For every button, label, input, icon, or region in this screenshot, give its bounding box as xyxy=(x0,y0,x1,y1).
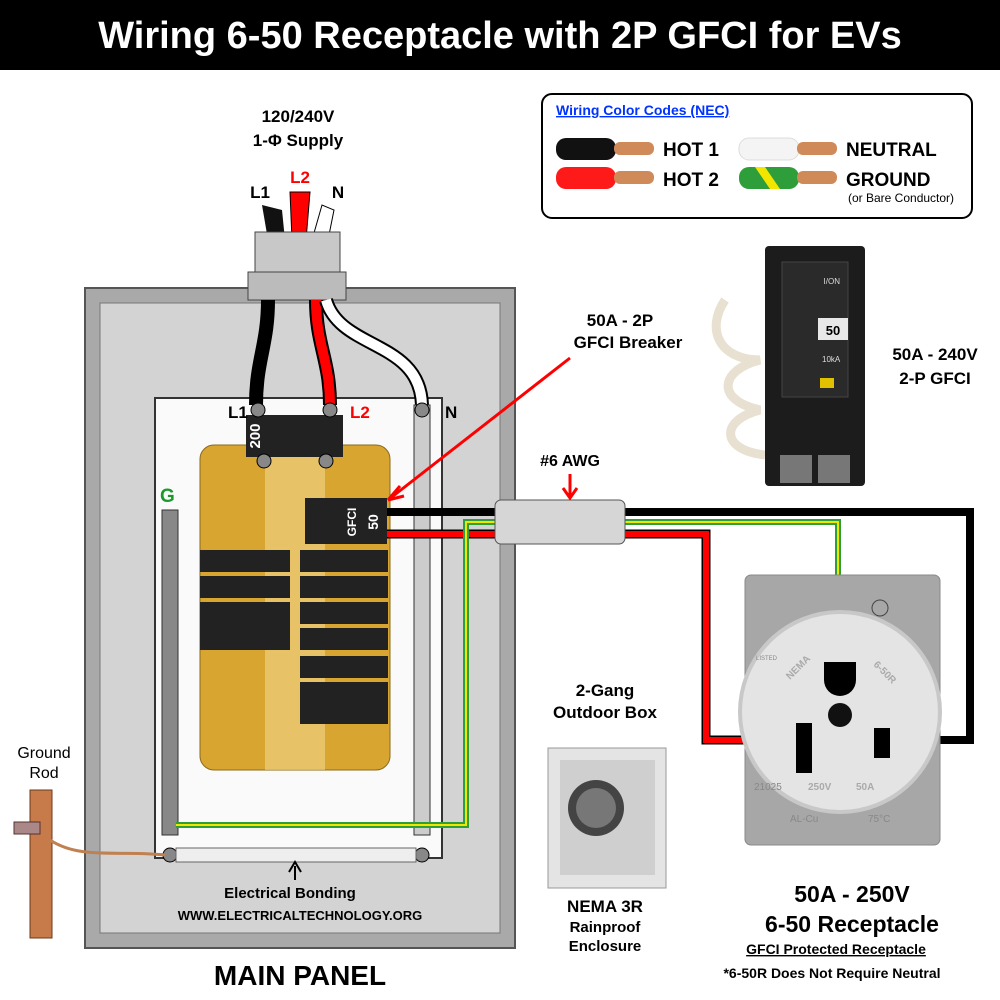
ground-bar xyxy=(161,509,179,836)
outdoor-box-caption-2: Rainproof xyxy=(570,919,642,936)
ground-rod xyxy=(29,789,53,939)
l2-lug xyxy=(322,402,338,418)
service-l2-wire xyxy=(311,299,335,406)
supply-voltage: 120/240V xyxy=(262,107,335,126)
title-bar xyxy=(0,0,1000,70)
callout-arrow-icon xyxy=(386,356,571,502)
pigtail-wire xyxy=(711,297,766,460)
page-title: Wiring 6-50 Receptacle with 2P GFCI for … xyxy=(98,15,902,57)
supply-phase: 1-Φ Supply xyxy=(253,131,344,150)
incoming-l1-wire xyxy=(262,205,285,240)
gfci-label: GFCI xyxy=(345,508,359,537)
callout-breaker-1: 50A - 2P xyxy=(587,311,653,330)
supply-n: N xyxy=(332,183,344,202)
emboss-temp: 75°C xyxy=(868,814,890,825)
legend-ground: GROUND xyxy=(846,170,930,191)
breaker-photo-rating: 50 xyxy=(826,323,840,338)
panel-l1-label: L1 xyxy=(228,403,248,422)
test-button[interactable] xyxy=(820,378,834,388)
ground-rod-label-1: Ground xyxy=(17,745,70,762)
panel-n-label: N xyxy=(445,403,457,422)
legend-ground-note: (or Bare Conductor) xyxy=(848,191,954,205)
emboss-model: 21025 xyxy=(754,782,782,793)
breaker-photo-label-2: 2-P GFCI xyxy=(899,369,970,388)
branch-breaker[interactable] xyxy=(300,656,388,678)
ground-lug xyxy=(162,847,178,863)
ground-rod-label-2: Rod xyxy=(29,765,58,782)
emboss-listed: LISTED xyxy=(756,656,778,662)
receptacle-rating: 50A - 250V xyxy=(794,881,910,907)
branch-breaker[interactable] xyxy=(200,602,290,650)
ground-rod-clamp xyxy=(13,821,41,835)
legend-neutral: NEUTRAL xyxy=(846,140,937,161)
supply-l2: L2 xyxy=(290,168,310,187)
grounding-electrode-conductor xyxy=(49,838,166,857)
outdoor-box-label-1: 2-Gang xyxy=(576,681,635,700)
outdoor-box-label-2: Outdoor Box xyxy=(553,703,657,722)
breaker-on-label: I/ON xyxy=(824,277,841,286)
service-l1-wire xyxy=(249,299,275,406)
branch-breaker[interactable] xyxy=(300,628,388,650)
bonding-strap xyxy=(175,847,417,863)
supply-l1: L1 xyxy=(250,183,270,202)
main-breaker-rating: 200 xyxy=(247,423,264,448)
service-neutral-wire xyxy=(321,298,427,406)
wiring-color-legend: Wiring Color Codes (NEC) HOT 1 HOT 2 NEU… xyxy=(541,93,973,219)
callout-breaker-2: GFCI Breaker xyxy=(574,333,683,352)
gfci-breaker-photo: I/ON 50 10kA xyxy=(711,246,865,486)
main-panel-caption: MAIN PANEL xyxy=(214,960,386,991)
receptacle-subtitle: GFCI Protected Receptacle xyxy=(746,941,926,957)
outdoor-box xyxy=(547,747,667,889)
l1-lug xyxy=(250,402,266,418)
panel-g-label: G xyxy=(160,486,175,507)
website-label: WWW.ELECTRICALTECHNOLOGY.ORG xyxy=(178,908,423,923)
outdoor-box-caption-1: NEMA 3R xyxy=(567,897,643,916)
outdoor-box-caption-3: Enclosure xyxy=(569,938,642,955)
conduit-locknut xyxy=(247,271,347,301)
emboss-volt: 250V xyxy=(808,782,832,793)
service-conduit xyxy=(254,231,341,273)
cable-conduit xyxy=(494,499,626,545)
branch-breaker[interactable] xyxy=(200,576,290,598)
neutral-lug xyxy=(414,847,430,863)
hot-slot-left xyxy=(796,723,812,773)
main-breaker[interactable] xyxy=(246,415,343,457)
bonding-arrow-icon xyxy=(288,860,302,880)
lightbulb-icon xyxy=(871,599,889,617)
receptacle-6-50r: NEMA 6-50R 250V 50A 21025 AL-Cu 75°C LIS… xyxy=(738,574,942,846)
gfci-rating: 50 xyxy=(365,514,381,530)
emboss-metal: AL-Cu xyxy=(790,814,818,825)
branch-breaker[interactable] xyxy=(300,602,388,624)
receptacle-note: *6-50R Does Not Require Neutral xyxy=(723,965,940,981)
cable-label: #6 AWG xyxy=(540,453,600,470)
legend-heading[interactable]: Wiring Color Codes (NEC) xyxy=(556,102,729,118)
cable-arrow-icon xyxy=(561,474,579,501)
branch-breaker[interactable] xyxy=(300,550,388,572)
branch-breaker[interactable] xyxy=(200,550,290,572)
center-hole xyxy=(828,703,852,727)
ground-slot xyxy=(824,662,856,696)
branch-breaker[interactable] xyxy=(300,682,388,724)
branch-breaker[interactable] xyxy=(300,576,388,598)
receptacle-name: 6-50 Receptacle xyxy=(765,911,939,937)
legend-hot1: HOT 1 xyxy=(663,140,719,161)
emboss-amp: 50A xyxy=(856,782,874,793)
panel-l2-label: L2 xyxy=(350,403,370,422)
bonding-label: Electrical Bonding xyxy=(224,885,356,902)
breaker-kaic: 10kA xyxy=(822,355,841,364)
branch-breakers xyxy=(200,550,388,724)
gfci-breaker-in-panel[interactable] xyxy=(305,498,387,544)
hot-slot-right xyxy=(874,728,890,758)
breaker-photo-label-1: 50A - 240V xyxy=(892,345,978,364)
legend-hot2: HOT 2 xyxy=(663,170,719,191)
